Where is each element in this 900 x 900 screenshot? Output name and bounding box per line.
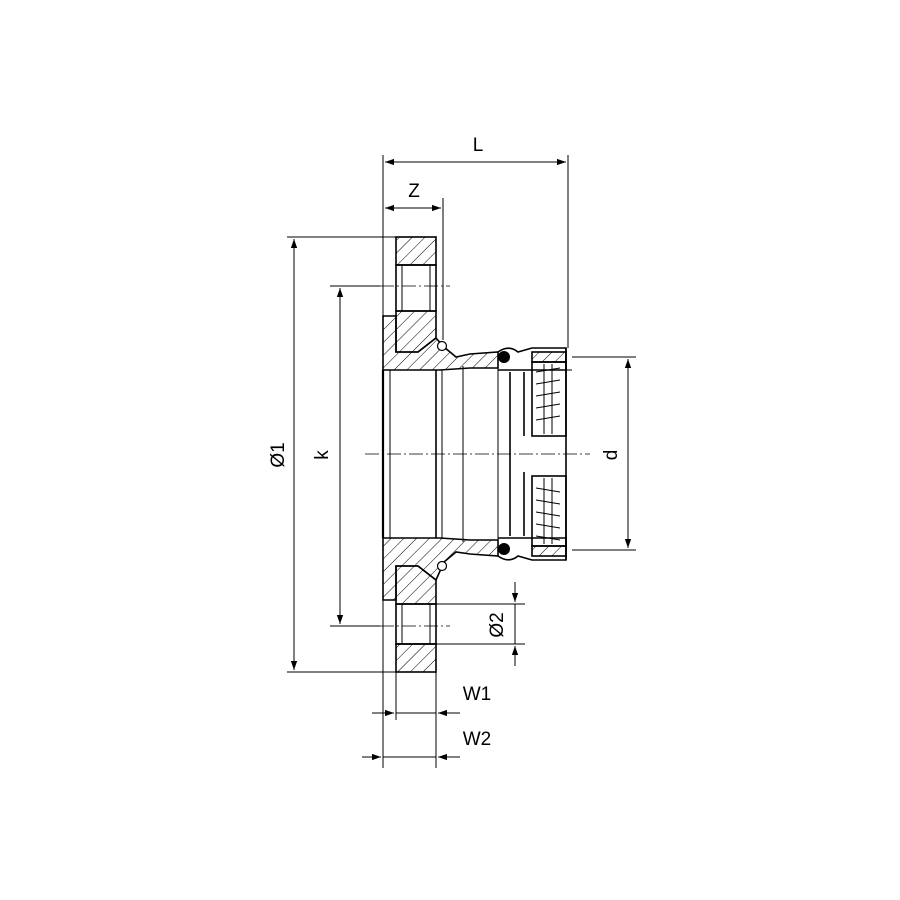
grip-ring-upper: [531, 361, 567, 437]
flange-lower: [395, 565, 437, 673]
label-k: k: [312, 450, 333, 460]
label-d1: Ø1: [268, 442, 289, 467]
label-d2: Ø2: [487, 612, 508, 637]
seal-o-rings: [436, 340, 510, 572]
label-W1: W1: [463, 684, 492, 705]
dimension-labels: L Z Ø1 k d Ø2 W1 W2: [268, 135, 622, 750]
dimension-lines: [290, 158, 632, 761]
label-W2: W2: [463, 729, 492, 750]
flange-upper: [395, 236, 437, 353]
label-L: L: [473, 135, 484, 156]
grip-ring-lower: [531, 475, 567, 547]
extension-lines: [287, 155, 636, 768]
label-d: d: [601, 450, 622, 461]
center-lines: [365, 285, 590, 627]
label-Z: Z: [408, 181, 420, 202]
